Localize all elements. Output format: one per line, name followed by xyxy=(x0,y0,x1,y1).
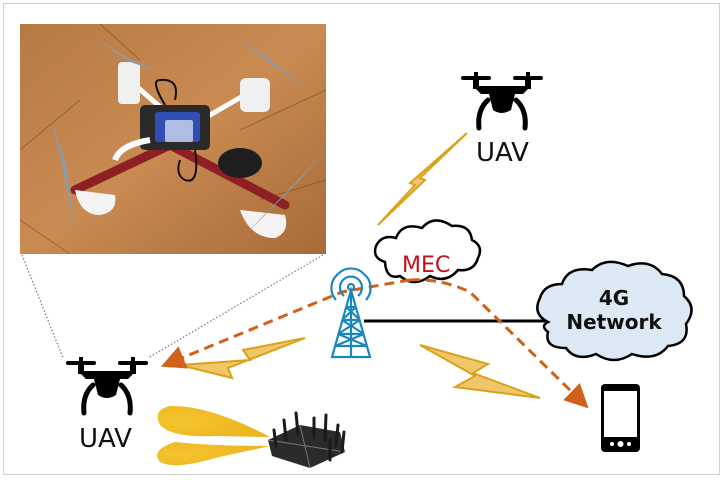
lightning-bolt-icon xyxy=(419,344,541,399)
smartphone-icon xyxy=(601,384,640,452)
wireless-links xyxy=(179,132,541,399)
dashed-arrow-to-phone xyxy=(409,278,589,409)
network-label-line1: 4G xyxy=(598,286,630,310)
wifi-beams xyxy=(157,405,270,466)
mec-cloud xyxy=(373,219,482,284)
uav-left-drone-icon xyxy=(66,357,148,416)
wifi-beam xyxy=(157,442,270,466)
lightning-bolt-icon xyxy=(377,132,468,226)
uav-top-drone-icon xyxy=(461,72,543,131)
cloud-icon xyxy=(536,260,693,362)
network-label-line2: Network xyxy=(566,310,662,334)
network-cloud xyxy=(536,260,693,362)
wifi-router-icon xyxy=(267,411,346,469)
data-flow-arrows xyxy=(160,278,589,409)
cell-tower-icon xyxy=(330,267,372,359)
network-label: 4G Network xyxy=(562,286,666,334)
mec-label: MEC xyxy=(402,253,451,278)
photo-callout-lines xyxy=(21,254,324,359)
cloud-icon xyxy=(373,219,482,284)
drone-photo xyxy=(19,23,327,255)
wifi-beam xyxy=(157,405,270,437)
uav-top-label: UAV xyxy=(476,138,529,168)
lightning-bolt-icon xyxy=(179,337,306,380)
uav-left-label: UAV xyxy=(79,424,132,454)
